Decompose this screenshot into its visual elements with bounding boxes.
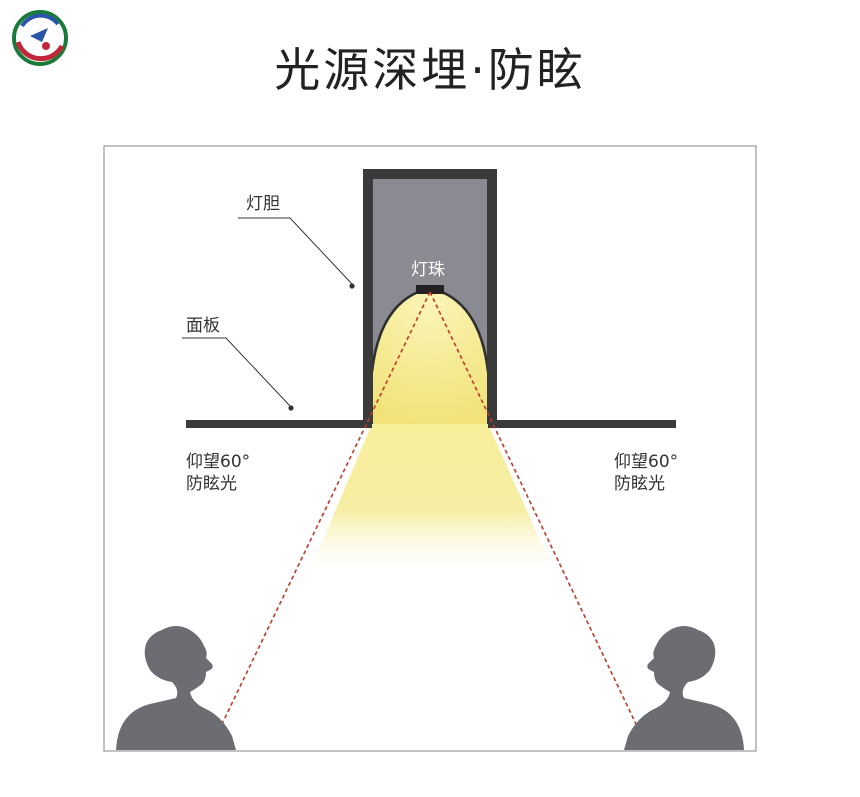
ray-right bbox=[429, 291, 637, 725]
ray-left bbox=[221, 291, 431, 725]
label-lamp-body: 灯胆 bbox=[246, 194, 280, 214]
light-dome bbox=[372, 288, 488, 424]
leader-lamp-body bbox=[238, 217, 353, 285]
lamp-body-outline bbox=[363, 169, 497, 424]
person-left-icon bbox=[116, 626, 236, 750]
person-right-icon bbox=[624, 626, 744, 750]
label-panel: 面板 bbox=[186, 316, 220, 336]
label-led: 灯珠 bbox=[411, 260, 445, 280]
label-left-angle: 仰望60° bbox=[186, 452, 251, 472]
leader-panel bbox=[182, 337, 291, 407]
diagram-frame bbox=[103, 145, 757, 752]
brand-logo-icon bbox=[12, 10, 68, 66]
label-right-glare: 防眩光 bbox=[614, 474, 665, 494]
label-right-angle: 仰望60° bbox=[614, 452, 679, 472]
page-title: 光源深埋·防眩 bbox=[274, 43, 586, 97]
label-left-glare: 防眩光 bbox=[186, 474, 237, 494]
led-chip bbox=[416, 285, 444, 294]
light-beam bbox=[306, 424, 558, 580]
